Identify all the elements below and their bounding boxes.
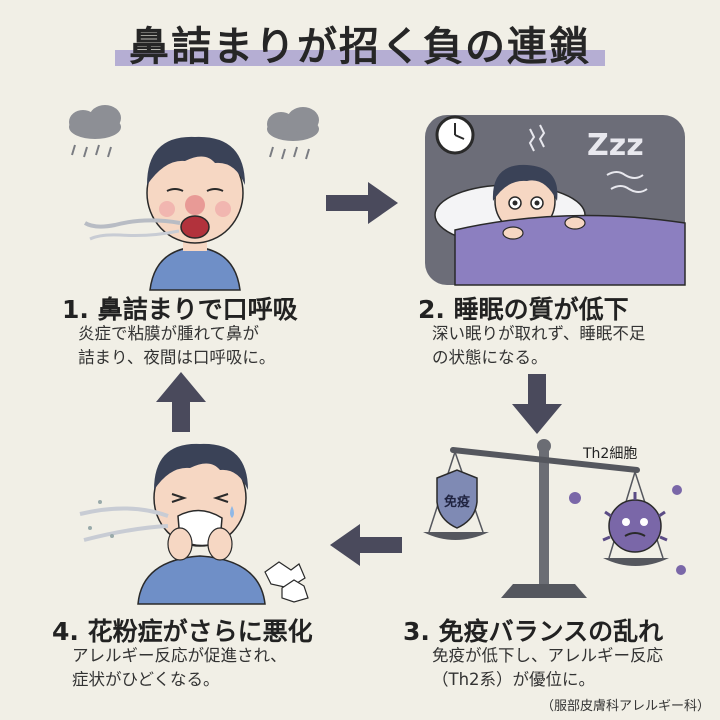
step-2-heading: 2. 睡眠の質が低下 bbox=[418, 295, 629, 324]
illustration-mouth-breathing bbox=[69, 105, 319, 291]
step-1-desc-line2: 詰まり、夜間は口呼吸に。 bbox=[78, 348, 276, 367]
page-title: 鼻詰まりが招く負の連鎖 bbox=[115, 14, 605, 72]
step-2-desc-line1: 深い眠りが取れず、睡眠不足 bbox=[432, 324, 646, 343]
arrow-right-icon bbox=[326, 182, 398, 224]
arrow-down-icon bbox=[512, 374, 562, 434]
clock-icon bbox=[435, 115, 475, 155]
step-3-desc-line1: 免疫が低下し、アレルギー反応 bbox=[432, 646, 663, 665]
step-2-desc-line2: の状態になる。 bbox=[432, 348, 548, 367]
step-3-desc-line2: （Th2系）が優位に。 bbox=[432, 670, 596, 689]
page-title-wrap: 鼻詰まりが招く負の連鎖 bbox=[0, 14, 720, 72]
step-4-desc-line1: アレルギー反応が促進され、 bbox=[72, 646, 287, 665]
illustration-immune-balance: 免疫 Th2細胞 bbox=[423, 439, 686, 598]
sleep-zzz-text: Zzz bbox=[587, 128, 644, 163]
arrow-up-icon bbox=[156, 372, 206, 432]
footer-credit: （服部皮膚科アレルギー科） bbox=[540, 699, 710, 714]
th2-label: Th2細胞 bbox=[582, 446, 637, 462]
virus-icon bbox=[569, 485, 686, 575]
arrow-left-icon bbox=[330, 524, 402, 566]
step-1-desc-line1: 炎症で粘膜が腫れて鼻が bbox=[78, 324, 260, 343]
step-3-heading: 3. 免疫バランスの乱れ bbox=[403, 617, 664, 646]
step-4-desc-line2: 症状がひどくなる。 bbox=[72, 670, 220, 689]
rain-cloud-icon bbox=[267, 107, 319, 160]
illustration-poor-sleep: Zzz bbox=[425, 115, 686, 286]
illustration-sneezing bbox=[79, 443, 309, 605]
step-1-heading: 1. 鼻詰まりで口呼吸 bbox=[62, 295, 298, 324]
step-4-heading: 4. 花粉症がさらに悪化 bbox=[52, 617, 313, 646]
balance-scale-icon bbox=[423, 439, 669, 598]
shield-label: 免疫 bbox=[444, 494, 470, 510]
rain-cloud-icon bbox=[69, 105, 121, 158]
shield-icon: 免疫 bbox=[436, 469, 478, 529]
